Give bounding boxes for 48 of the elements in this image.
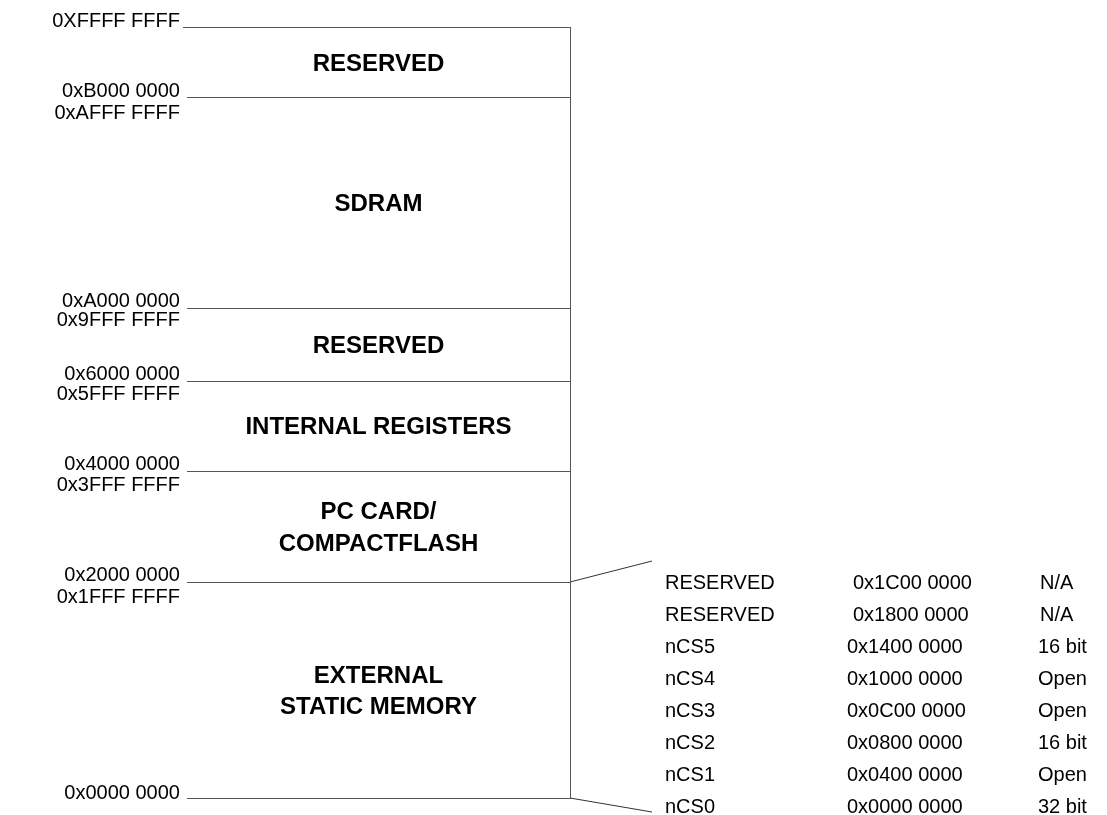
address-label: 0x5FFF FFFF <box>56 383 180 403</box>
table-cell: 0x0400 0000 <box>847 764 963 784</box>
table-cell: Open <box>1038 764 1087 784</box>
address-label: 0x9FFF FFFF <box>56 309 180 329</box>
table-cell: RESERVED <box>665 572 775 592</box>
table-cell: 0x0800 0000 <box>847 732 963 752</box>
table-cell: 16 bit <box>1038 732 1087 752</box>
memory-region-band <box>187 471 571 583</box>
address-label: 0xA000 0000 <box>62 290 180 310</box>
table-cell: 0x0000 0000 <box>847 796 963 815</box>
table-cell: Open <box>1038 700 1087 720</box>
table-cell: 0x1800 0000 <box>853 604 969 624</box>
table-cell: 32 bit <box>1038 796 1087 815</box>
table-cell: nCS5 <box>665 636 716 656</box>
table-cell: N/A <box>1040 604 1074 624</box>
memory-region-band <box>187 381 571 472</box>
region-name: PC CARD/ COMPACTFLASH <box>277 496 480 558</box>
memory-region-band <box>187 308 571 382</box>
table-cell: 0x0C00 0000 <box>847 700 966 720</box>
region-name: SDRAM <box>333 187 424 218</box>
address-label: 0x6000 0000 <box>64 363 180 383</box>
address-label: 0XFFFF FFFF <box>52 10 180 30</box>
table-cell: RESERVED <box>665 604 775 624</box>
region-name: INTERNAL REGISTERS <box>244 411 513 442</box>
memory-region-band <box>187 97 571 309</box>
memory-region-band <box>187 582 571 799</box>
address-label: 0xB000 0000 <box>62 80 180 100</box>
memory-region-band <box>187 27 571 98</box>
table-cell: nCS0 <box>665 796 716 815</box>
address-label: 0xAFFF FFFF <box>54 102 180 122</box>
table-cell: nCS3 <box>665 700 716 720</box>
table-cell: nCS1 <box>665 764 716 784</box>
address-label: 0x0000 0000 <box>64 782 180 802</box>
table-cell: 16 bit <box>1038 636 1087 656</box>
address-label: 0x2000 0000 <box>64 564 180 584</box>
region-name: RESERVED <box>311 47 446 78</box>
table-cell: 0x1400 0000 <box>847 636 963 656</box>
region-name: RESERVED <box>311 329 446 360</box>
table-cell: 0x1000 0000 <box>847 668 963 688</box>
address-label: 0x4000 0000 <box>64 453 180 473</box>
address-label: 0x3FFF FFFF <box>56 474 180 494</box>
region-name: EXTERNAL STATIC MEMORY <box>279 659 478 721</box>
table-cell: nCS2 <box>665 732 716 752</box>
table-cell: nCS4 <box>665 668 716 688</box>
table-cell: Open <box>1038 668 1087 688</box>
table-cell: N/A <box>1040 572 1074 592</box>
table-cell: 0x1C00 0000 <box>853 572 972 592</box>
address-label: 0x1FFF FFFF <box>56 586 180 606</box>
